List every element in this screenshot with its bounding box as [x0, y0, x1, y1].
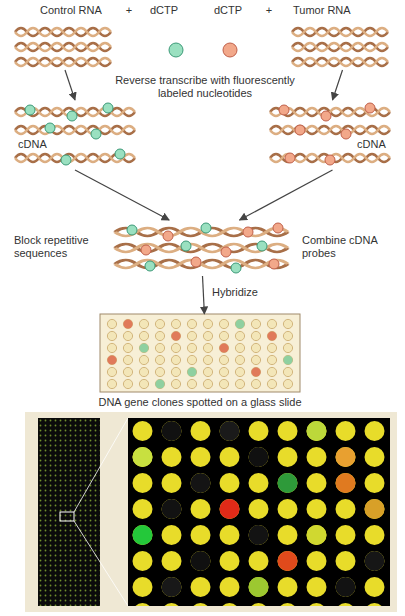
- nucleotide-label: dCTP: [150, 4, 190, 17]
- combined-probes: Block repetitive sequencesCombine cDNA p…: [110, 220, 295, 276]
- node-text: Tumor RNA: [293, 4, 393, 17]
- flow-arrow: [75, 170, 169, 220]
- flow-arrow: [203, 276, 205, 314]
- plus-sign: +: [262, 4, 276, 17]
- flow-arrow: [333, 70, 343, 100]
- node-text: Block repetitive sequences: [14, 234, 104, 260]
- glass-slide: [100, 314, 300, 392]
- plus-sign: +: [122, 4, 136, 17]
- node-text: Control RNA: [40, 4, 120, 17]
- rna-sample: Tumor RNA: [285, 4, 400, 70]
- cdna-probe: cDNA: [265, 100, 400, 170]
- node-text: cDNA: [357, 138, 397, 151]
- rna-sample: Control RNA: [10, 4, 120, 70]
- step-label: Reverse transcribe with fluorescently la…: [105, 74, 305, 100]
- rna-strands: [15, 28, 388, 66]
- cdna-probe: cDNA: [10, 100, 140, 170]
- flow-arrow: [65, 70, 75, 100]
- node-text: Combine cDNA probes: [302, 234, 394, 260]
- cdna-strands: [15, 103, 390, 165]
- labeled-nucleotide: [169, 43, 237, 57]
- node-text: cDNA: [18, 138, 58, 151]
- nucleotide-label: dCTP: [214, 4, 254, 17]
- combined-probes: [115, 223, 288, 273]
- node-text: DNA gene clones spotted on a glass slide: [90, 396, 310, 409]
- edge-label: Hybridize: [212, 286, 258, 299]
- glass-slide: DNA gene clones spotted on a glass slide: [90, 314, 310, 412]
- scan-panel: [25, 412, 397, 612]
- flow-arrow: [240, 170, 333, 220]
